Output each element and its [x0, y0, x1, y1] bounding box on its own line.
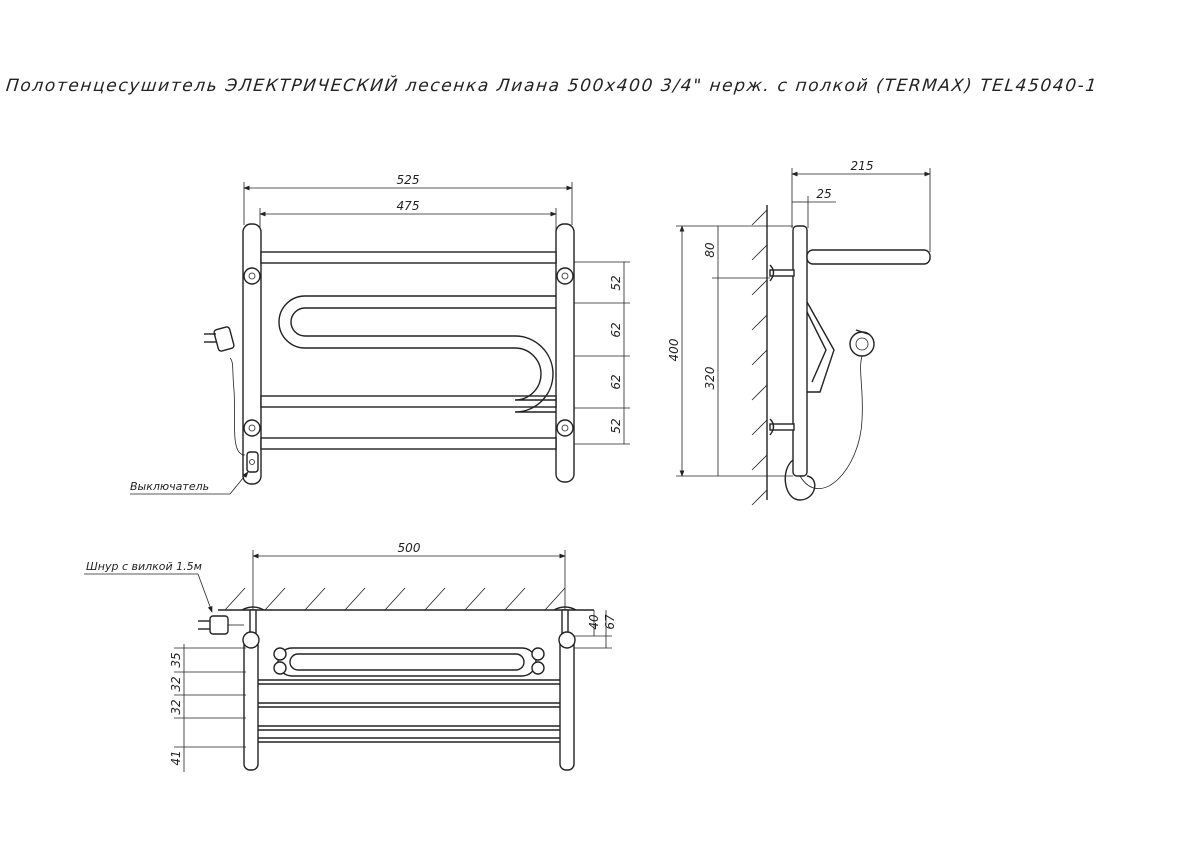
switch	[246, 451, 259, 473]
wall-bracket-bottom	[769, 423, 795, 431]
right-post	[555, 223, 575, 483]
plug-icon	[204, 326, 235, 352]
dim-label-32b: 32	[169, 699, 183, 714]
dim-label-32a: 32	[169, 676, 183, 691]
side-serpentine	[806, 301, 835, 393]
top-right-post	[559, 635, 575, 771]
dim-label-41: 41	[169, 750, 183, 765]
top-plug-icon	[198, 615, 244, 635]
side-bottom-loop	[784, 459, 816, 501]
dim-label-gap4: 52	[609, 418, 623, 433]
serpentine-outer	[278, 295, 556, 401]
side-power-cable	[799, 355, 863, 489]
top-bar	[260, 251, 557, 264]
dim-label-gap2: 62	[609, 322, 623, 337]
side-view: 215 25 400 80 32	[667, 159, 931, 506]
switch-label: Выключатель	[130, 480, 209, 493]
top-valve-icons	[273, 647, 545, 675]
dim-top-left-gaps: 35 32 32 41	[169, 644, 246, 772]
side-plug-icon	[849, 329, 875, 357]
dim-label-475: 475	[397, 199, 420, 213]
left-post	[242, 223, 262, 485]
serpentine-inner	[290, 307, 556, 413]
wall-hatching	[751, 209, 768, 506]
dim-label-500: 500	[398, 541, 421, 555]
dim-inner-width: 475	[259, 199, 557, 230]
dim-label-gap3: 62	[609, 374, 623, 389]
front-view: 525 475	[130, 173, 630, 495]
dim-label-320: 320	[703, 366, 717, 389]
shelf-bar	[806, 249, 931, 265]
dim-label-400: 400	[667, 338, 681, 361]
top-left-post	[243, 635, 259, 771]
cord-label: Шнур с вилкой 1.5м	[86, 560, 202, 573]
bottom-bar	[260, 437, 557, 450]
side-post	[792, 225, 808, 477]
dim-label-25: 25	[816, 187, 831, 201]
dim-label-215: 215	[851, 159, 874, 173]
top-serpentine	[277, 647, 537, 677]
dim-label-40: 40	[587, 614, 601, 630]
top-wall-hatching	[224, 587, 566, 611]
dim-vertical-gaps: 52 62 62 52	[574, 261, 630, 445]
dim-overall-width: 525	[243, 173, 573, 225]
dim-label-67: 67	[603, 614, 617, 630]
top-view: 500	[84, 541, 617, 772]
dim-label-80: 80	[703, 242, 717, 258]
wall-bracket-top	[769, 269, 795, 277]
lower-bar	[260, 395, 557, 408]
dim-label-35: 35	[169, 652, 183, 667]
mount-bolts	[243, 267, 574, 437]
power-cable	[229, 357, 246, 456]
dim-label-525: 525	[397, 173, 420, 187]
dim-label-gap1: 52	[609, 275, 623, 290]
